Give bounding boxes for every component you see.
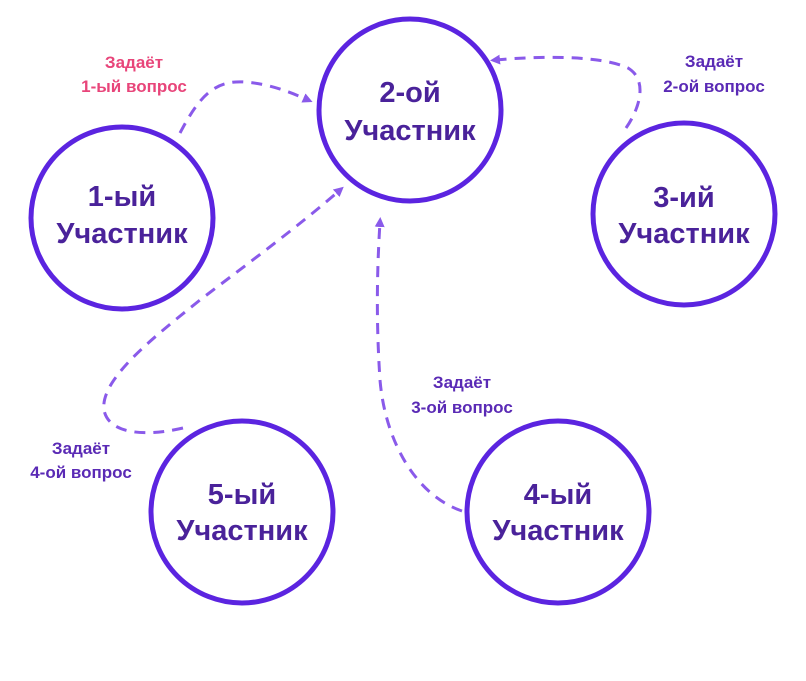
edge-label-line2: 1-ый вопрос: [81, 77, 187, 96]
node-label-line1: 1-ый: [88, 181, 156, 213]
edge-label-line1: Задаёт: [105, 53, 163, 72]
edge-label-line2: 3-ой вопрос: [411, 398, 513, 417]
edge-p4-to-p2: [374, 217, 463, 513]
node-label-line2: Участник: [56, 218, 188, 250]
node-participant-5: 5-ый Участник: [148, 418, 336, 606]
node-label-line1: 4-ый: [524, 479, 592, 511]
edge-label-question-4: Задаёт 4-ой вопрос: [30, 439, 132, 482]
node-circle: [590, 120, 778, 308]
edge-label-question-1: Задаёт 1-ый вопрос: [81, 53, 187, 96]
edge-label-line2: 4-ой вопрос: [30, 463, 132, 482]
edge-p5-to-p2: [102, 186, 344, 435]
node-circle: [464, 418, 652, 606]
nodes: 1-ый Участник 2-ой Участник 3-ий Участни…: [28, 16, 778, 606]
node-participant-4: 4-ый Участник: [464, 418, 652, 606]
edge-label-line1: Задаёт: [52, 439, 110, 458]
node-circle: [316, 16, 504, 204]
edge-label-line1: Задаёт: [685, 52, 743, 71]
node-label-line2: Участник: [618, 218, 750, 250]
edge-label-question-2: Задаёт 2-ой вопрос: [663, 52, 765, 96]
node-participant-1: 1-ый Участник: [28, 124, 216, 312]
edge-label-line1: Задаёт: [433, 373, 491, 392]
node-circle: [28, 124, 216, 312]
edges: [102, 54, 642, 513]
node-label-line2: Участник: [344, 115, 476, 147]
edge-labels: Задаёт 1-ый вопрос Задаёт 2-ой вопрос За…: [30, 52, 765, 482]
edge-label-question-3: Задаёт 3-ой вопрос: [411, 373, 513, 417]
node-label-line2: Участник: [176, 515, 308, 547]
node-circle: [148, 418, 336, 606]
edge-p3-to-p2: [490, 54, 642, 129]
node-label-line1: 2-ой: [379, 77, 440, 109]
edge-p1-to-p2: [178, 80, 313, 134]
node-label-line1: 3-ий: [653, 182, 714, 214]
node-participant-3: 3-ий Участник: [590, 120, 778, 308]
node-label-line2: Участник: [492, 515, 624, 547]
node-label-line1: 5-ый: [208, 479, 276, 511]
edge-label-line2: 2-ой вопрос: [663, 77, 765, 96]
node-participant-2: 2-ой Участник: [316, 16, 504, 204]
